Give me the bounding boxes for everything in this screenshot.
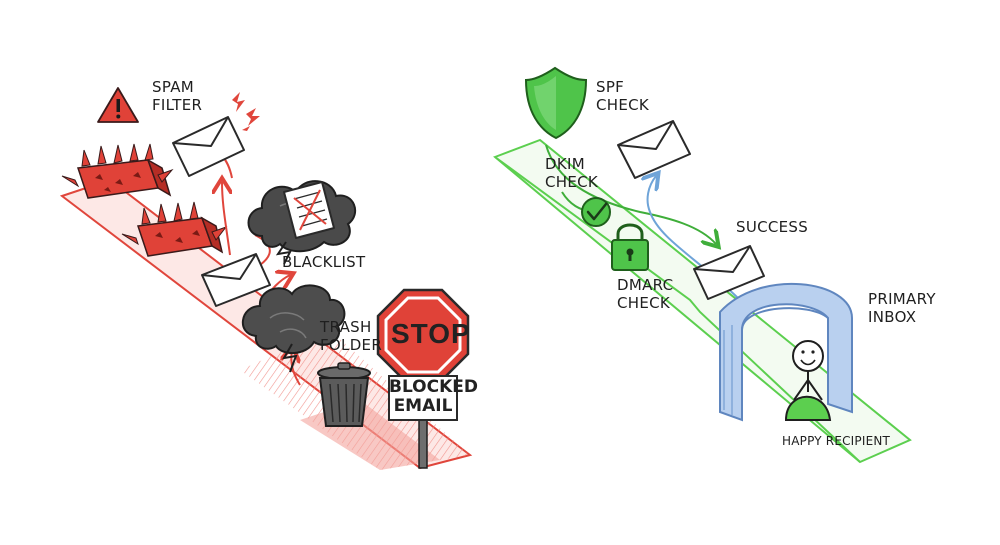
dmarc-check-label: DMARC CHECK xyxy=(617,276,674,312)
trash-folder-label: TRASH FOLDER xyxy=(320,318,383,354)
dkim-check-label: DKIM CHECK xyxy=(545,155,599,191)
primary-inbox-label: PRIMARY INBOX xyxy=(868,290,936,326)
envelope-spam-filter-icon xyxy=(172,116,245,177)
spiked-barrier-top xyxy=(61,143,174,199)
stop-sign-text: STOP xyxy=(391,318,471,349)
stop-sign-icon xyxy=(376,288,470,469)
spf-check-label: SPF CHECK xyxy=(596,78,650,114)
lightning-bolts-icon xyxy=(232,92,260,131)
envelope-success-icon xyxy=(693,245,765,300)
padlock-icon xyxy=(611,223,649,271)
blacklist-document-icon xyxy=(283,181,335,239)
shield-icon xyxy=(524,66,588,140)
happy-recipient-label: HAPPY RECIPIENT xyxy=(782,434,891,448)
spiked-barrier-bottom xyxy=(121,201,228,257)
checkmark-icon xyxy=(581,197,611,227)
happy-recipient-figure xyxy=(784,340,832,421)
warning-triangle-icon xyxy=(97,87,139,123)
success-label: SUCCESS xyxy=(736,218,809,236)
blacklist-label: BLACKLIST xyxy=(282,253,366,271)
envelope-left-middle-icon xyxy=(201,253,271,307)
envelope-right-top-icon xyxy=(617,120,691,179)
trash-folder-cloud-icon xyxy=(241,284,346,373)
trash-can-icon xyxy=(317,362,371,427)
primary-inbox-arch-icon xyxy=(719,282,853,422)
spam-filter-label: SPAM FILTER xyxy=(152,78,203,114)
blocked-email-label: BLOCKED EMAIL xyxy=(389,377,479,416)
